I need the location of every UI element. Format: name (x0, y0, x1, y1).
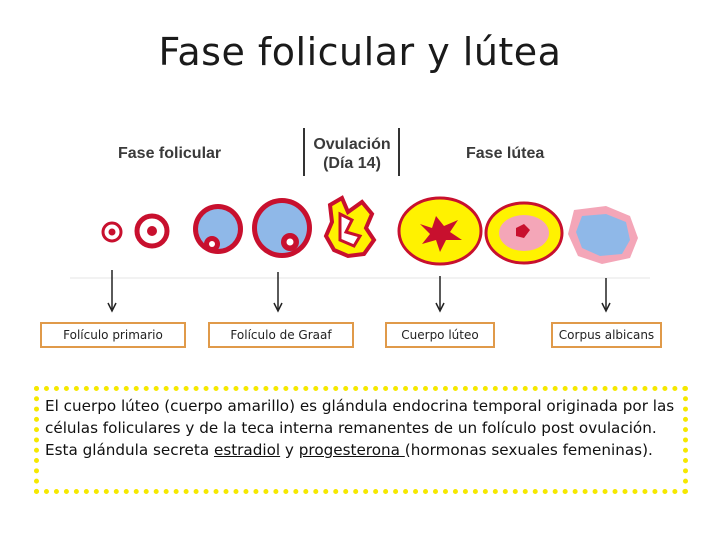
luteal-phase-label: Fase lútea (466, 145, 545, 162)
corpus-albicans (568, 206, 638, 264)
description-text-3: (hormonas sexuales femeninas). (404, 441, 653, 459)
arrow-albicans (601, 278, 611, 313)
corpus-luteum (397, 196, 483, 266)
description-text-2: y (280, 441, 299, 459)
graafian-follicle (252, 198, 312, 258)
ovulation-label: Ovulación (Día 14) (306, 135, 398, 173)
secondary-follicle (193, 204, 243, 254)
label-graafian-follicle: Folículo de Graaf (208, 322, 354, 348)
progesterona-link[interactable]: progesterona (298, 441, 405, 459)
ovulation-label-line1: Ovulación (313, 136, 391, 153)
follicular-phase-label: Fase folicular (118, 145, 222, 162)
arrow-luteum (435, 276, 445, 313)
description-box: El cuerpo lúteo (cuerpo amarillo) es glá… (34, 386, 688, 494)
slide-title: Fase folicular y lútea (158, 30, 562, 74)
arrow-primary (107, 270, 117, 313)
label-corpus-luteum: Cuerpo lúteo (385, 322, 495, 348)
label-primary-follicle: Folículo primario (40, 322, 186, 348)
description-text-1: El cuerpo lúteo (cuerpo amarillo) es glá… (45, 397, 675, 459)
arrow-graaf (273, 272, 283, 313)
primary-follicle (134, 213, 170, 249)
ovulation-label-line2: (Día 14) (323, 155, 381, 172)
estradiol-link[interactable]: estradiol (213, 441, 281, 459)
label-corpus-albicans: Corpus albicans (551, 322, 662, 348)
primary-follicle-small (101, 221, 123, 243)
regressing-corpus-luteum (484, 201, 564, 265)
follicle-stages-drawing (70, 195, 650, 313)
ruptured-follicle (323, 195, 377, 259)
ovulation-divider-left (303, 128, 305, 176)
ovulation-divider-right (398, 128, 400, 176)
